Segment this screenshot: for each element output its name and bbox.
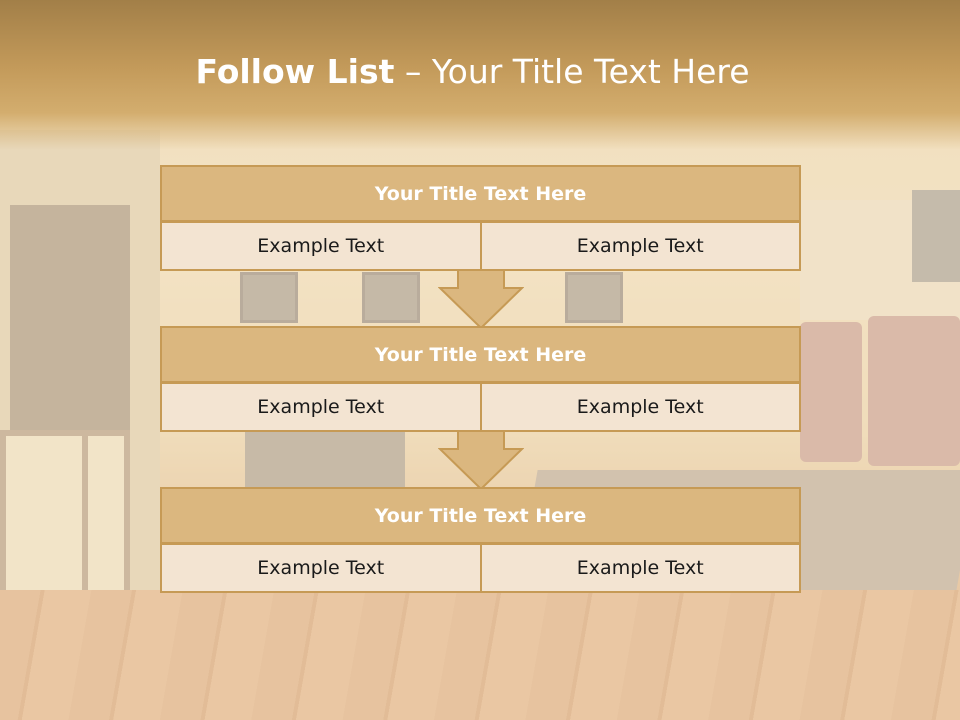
slide-title: Follow List – Your Title Text Here — [0, 52, 945, 91]
title-bar — [0, 0, 960, 150]
step-row: Example Text Example Text — [160, 221, 801, 271]
title-rest: – Your Title Text Here — [394, 52, 750, 91]
step-box-3: Your Title Text Here Example Text Exampl… — [160, 487, 801, 593]
step-cell-left: Example Text — [160, 221, 482, 271]
step-cell-right: Example Text — [479, 221, 801, 271]
step-cell-right: Example Text — [479, 382, 801, 432]
down-arrow-icon — [438, 270, 524, 330]
step-box-1: Your Title Text Here Example Text Exampl… — [160, 165, 801, 271]
step-box-2: Your Title Text Here Example Text Exampl… — [160, 326, 801, 432]
step-row: Example Text Example Text — [160, 382, 801, 432]
step-title: Your Title Text Here — [160, 487, 801, 544]
step-cell-left: Example Text — [160, 543, 482, 593]
title-bold: Follow List — [195, 52, 395, 91]
step-title: Your Title Text Here — [160, 165, 801, 222]
step-cell-right: Example Text — [479, 543, 801, 593]
step-row: Example Text Example Text — [160, 543, 801, 593]
down-arrow-icon — [438, 431, 524, 491]
step-title: Your Title Text Here — [160, 326, 801, 383]
step-cell-left: Example Text — [160, 382, 482, 432]
